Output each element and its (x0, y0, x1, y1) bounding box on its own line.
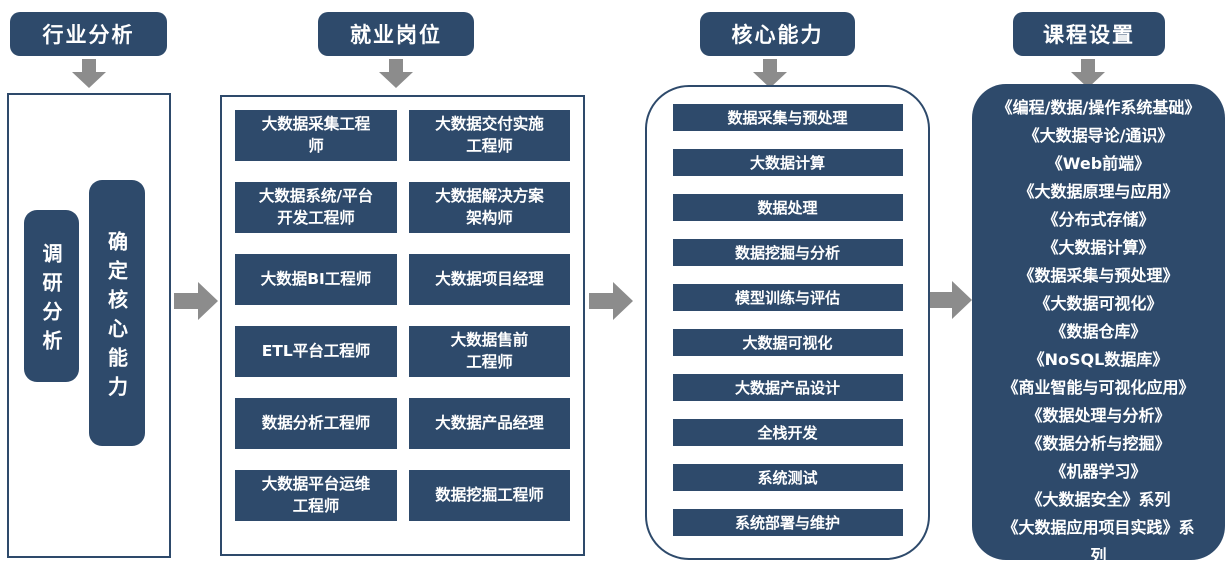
job-card: 大数据产品经理 (409, 398, 570, 449)
arrow-right-icon (174, 282, 218, 320)
ability-bar: 数据挖掘与分析 (672, 239, 903, 266)
course-line: 《大数据计算》 (1042, 238, 1155, 257)
job-positions-panel: 大数据采集工程 师 大数据系统/平台 开发工程师 大数据BI工程师 ETL平台工… (220, 95, 585, 556)
ability-bar: 系统测试 (672, 464, 903, 491)
course-line: 《数据处理与分析》 (1026, 406, 1171, 425)
header-course-setup: 课程设置 (1013, 12, 1165, 56)
job-card: 数据分析工程师 (235, 398, 397, 449)
job-card: 大数据系统/平台 开发工程师 (235, 182, 397, 233)
header-core-abilities: 核心能力 (700, 12, 855, 56)
course-line: 《大数据导论/通识》 (1023, 126, 1174, 145)
jobs-column-right: 大数据交付实施 工程师 大数据解决方案 架构师 大数据项目经理 大数据售前 工程… (409, 110, 570, 521)
arrow-down-icon (1071, 59, 1105, 88)
ability-bar: 大数据计算 (672, 149, 903, 176)
header-industry-analysis: 行业分析 (10, 12, 167, 56)
course-line: 《大数据安全》系列 (1026, 490, 1171, 509)
ability-bar: 数据处理 (672, 194, 903, 221)
course-line: 《NoSQL数据库》 (1028, 350, 1169, 369)
ability-bar: 模型训练与评估 (672, 284, 903, 311)
course-line: 《数据分析与挖掘》 (1026, 434, 1171, 453)
vertical-pill-research-analysis: 调研分析 (24, 210, 79, 382)
ability-bar: 大数据可视化 (672, 329, 903, 356)
arrow-right-icon (928, 281, 972, 319)
course-line: 《大数据原理与应用》 (1018, 182, 1179, 201)
job-card: ETL平台工程师 (235, 326, 397, 377)
jobs-column-left: 大数据采集工程 师 大数据系统/平台 开发工程师 大数据BI工程师 ETL平台工… (235, 110, 397, 521)
course-line: 《商业智能与可视化应用》 (1002, 378, 1195, 397)
ability-bar: 大数据产品设计 (672, 374, 903, 401)
job-card: 大数据BI工程师 (235, 254, 397, 305)
course-line: 《大数据应用项目实践》系 列 (1002, 518, 1195, 560)
arrow-down-icon (72, 59, 106, 88)
job-card: 大数据项目经理 (409, 254, 570, 305)
job-card: 大数据平台运维 工程师 (235, 470, 397, 521)
job-card: 大数据交付实施 工程师 (409, 110, 570, 161)
course-line: 《Web前端》 (1046, 154, 1151, 173)
job-card: 数据挖掘工程师 (409, 470, 570, 521)
course-line: 《机器学习》 (1050, 462, 1147, 481)
ability-bar: 全栈开发 (672, 419, 903, 446)
industry-analysis-panel: 调研分析 确定核心能力 (7, 93, 171, 558)
arrow-right-icon (589, 282, 633, 320)
course-line: 《大数据可视化》 (1034, 294, 1163, 313)
ability-bar: 系统部署与维护 (672, 509, 903, 536)
arrow-down-icon (379, 59, 413, 88)
vertical-pill-define-core-abilities: 确定核心能力 (89, 180, 145, 446)
courses-panel: 《编程/数据/操作系统基础》 《大数据导论/通识》 《Web前端》 《大数据原理… (972, 84, 1225, 560)
course-line: 《数据仓库》 (1050, 322, 1147, 341)
course-line: 《分布式存储》 (1042, 210, 1155, 229)
core-abilities-panel: 数据采集与预处理 大数据计算 数据处理 数据挖掘与分析 模型训练与评估 大数据可… (645, 85, 930, 560)
course-line: 《编程/数据/操作系统基础》 (996, 98, 1201, 117)
job-card: 大数据采集工程 师 (235, 110, 397, 161)
header-job-positions: 就业岗位 (318, 12, 474, 56)
arrow-down-icon (753, 59, 787, 88)
job-card: 大数据解决方案 架构师 (409, 182, 570, 233)
course-line: 《数据采集与预处理》 (1018, 266, 1179, 285)
ability-bar: 数据采集与预处理 (672, 104, 903, 131)
job-card: 大数据售前 工程师 (409, 326, 570, 377)
